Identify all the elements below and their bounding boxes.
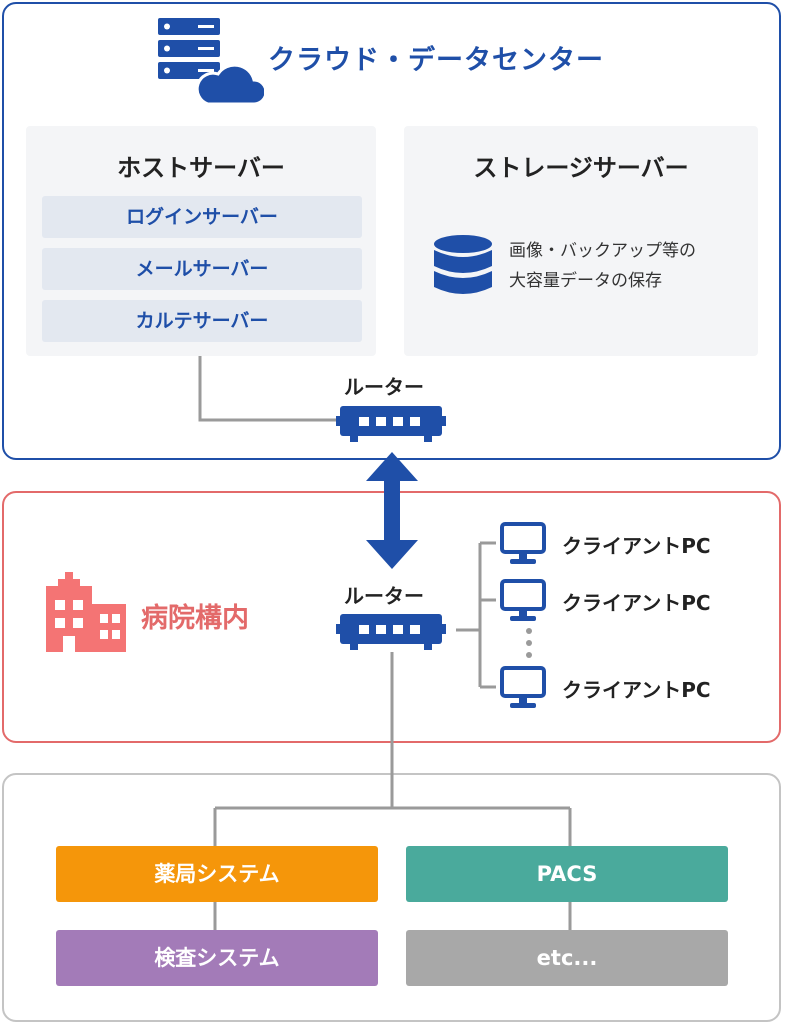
- cloud-router-icon: [336, 406, 446, 442]
- hospital-router-icon: [336, 614, 446, 650]
- hospital-label: 病院構内: [141, 603, 249, 634]
- storage-server-panel: ストレージサーバー 画像・バックアップ等の 大容量データの保存: [404, 126, 758, 356]
- chart-server-item: カルテサーバー: [42, 300, 362, 342]
- monitor-icon: [500, 522, 546, 564]
- cloud-router-label: ルーター: [344, 375, 424, 399]
- storage-description-line1: 画像・バックアップ等の: [509, 241, 696, 261]
- exam-system-box: 検査システム: [56, 930, 378, 986]
- client-pc-label-2: クライアントPC: [562, 591, 711, 615]
- storage-description: 画像・バックアップ等の 大容量データの保存: [509, 236, 696, 296]
- host-server-title: ホストサーバー: [117, 154, 285, 182]
- hospital-router-label: ルーター: [344, 584, 424, 608]
- etc-system-box: etc...: [406, 930, 728, 986]
- storage-server-title: ストレージサーバー: [473, 154, 689, 182]
- cloud-server-icon: [158, 18, 264, 106]
- host-to-router-line: [198, 349, 336, 422]
- cloud-datacenter-title: クラウド・データセンター: [268, 45, 604, 76]
- hospital-building-icon: [46, 572, 126, 652]
- database-icon: [434, 235, 492, 294]
- monitor-icon: [500, 666, 546, 708]
- client-pc-label-3: クライアントPC: [562, 678, 711, 702]
- login-server-item: ログインサーバー: [42, 196, 362, 238]
- client-ellipsis-dots: [526, 628, 532, 658]
- bidirectional-arrow-icon: [366, 452, 418, 569]
- mail-server-item: メールサーバー: [42, 248, 362, 290]
- pacs-system-box: PACS: [406, 846, 728, 902]
- host-server-panel: ホストサーバー ログインサーバー メールサーバー カルテサーバー: [26, 126, 376, 356]
- storage-description-line2: 大容量データの保存: [509, 271, 662, 291]
- monitor-icon: [500, 579, 546, 621]
- pharmacy-system-box: 薬局システム: [56, 846, 378, 902]
- client-pc-label-1: クライアントPC: [562, 534, 711, 558]
